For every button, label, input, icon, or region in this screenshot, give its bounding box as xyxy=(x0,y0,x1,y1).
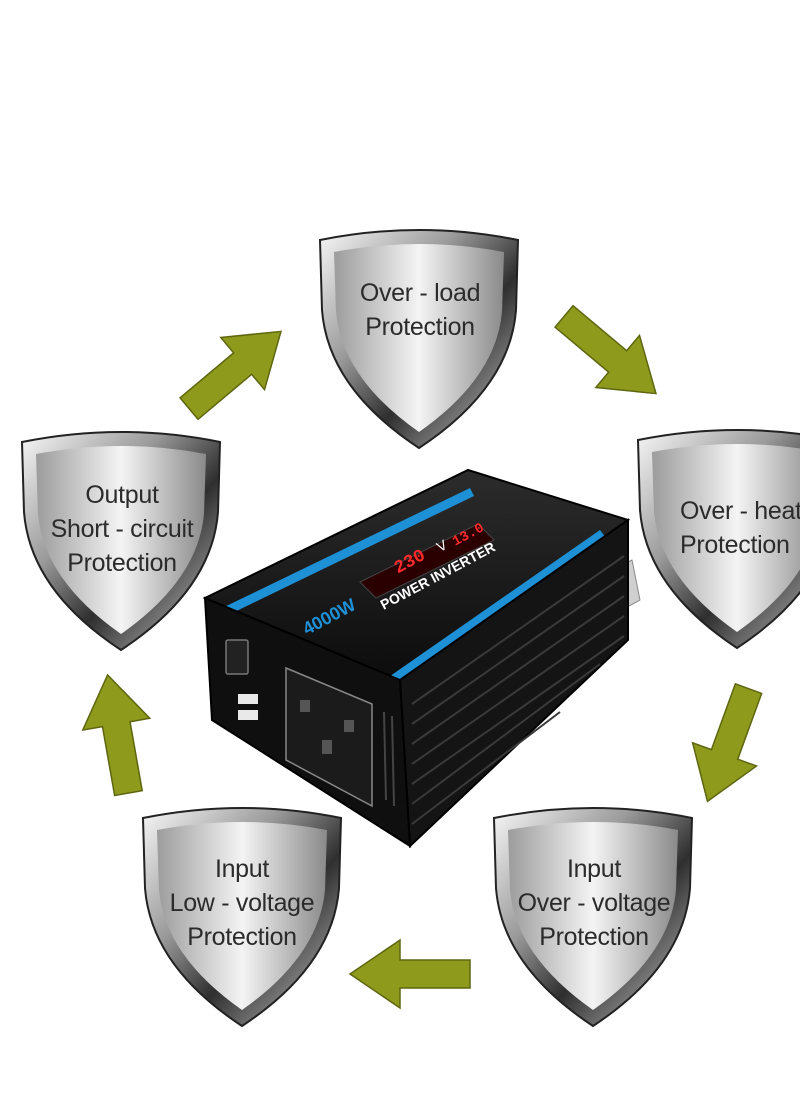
power-switch xyxy=(225,639,249,675)
arrow-to-input-lowvoltage xyxy=(348,938,471,1010)
arrow-to-overload xyxy=(178,330,282,421)
label-line: Short - circuit xyxy=(50,515,194,543)
usb-port xyxy=(238,710,258,720)
shield-input-overvoltage xyxy=(492,807,694,1028)
label-line: Protection xyxy=(187,923,297,951)
socket-hole xyxy=(322,740,332,754)
usb-port xyxy=(238,694,258,704)
label-line: Protection xyxy=(539,923,649,951)
label-output-shortcircuit: Output Short - circuit Protection xyxy=(22,478,222,580)
label-line: Protection xyxy=(680,531,790,559)
arrow-shape xyxy=(348,938,471,1010)
arrow-shape xyxy=(81,673,152,797)
label-line: Low - voltage xyxy=(169,889,315,917)
heat-fins xyxy=(411,555,625,825)
socket-hole xyxy=(344,720,354,732)
arrow-shape xyxy=(691,682,763,803)
socket-hole xyxy=(300,700,310,712)
label-input-lowvoltage: Input Low - voltage Protection xyxy=(142,852,342,954)
label-overload: Over - load Protection xyxy=(320,276,520,344)
label-overheat: Over - heat Protection xyxy=(680,494,800,562)
arrow-to-overheat xyxy=(553,304,657,395)
shield-output-shortcircuit xyxy=(20,431,222,652)
arrow-shape xyxy=(178,330,282,421)
label-line: Output xyxy=(85,481,159,509)
shield-face xyxy=(652,444,800,632)
label-line: Input xyxy=(566,855,622,883)
inverter-stripe xyxy=(370,530,606,700)
arrow-to-input-overvoltage xyxy=(691,682,763,803)
shield-overload xyxy=(318,229,520,450)
shield-face xyxy=(157,822,327,1010)
label-line: Protection xyxy=(365,313,475,341)
label-line: Protection xyxy=(67,549,177,577)
shield-face xyxy=(36,446,206,634)
inverter-stripe xyxy=(218,488,474,618)
shield-face xyxy=(334,244,504,432)
shield-input-lowvoltage xyxy=(141,807,343,1028)
shield-overheat xyxy=(636,429,800,650)
led-display xyxy=(359,523,495,599)
vent xyxy=(383,711,395,807)
shield-face xyxy=(508,822,678,1010)
label-line: Over - load xyxy=(359,279,481,307)
arrow-shape xyxy=(553,304,657,395)
label-line: Input xyxy=(214,855,270,883)
label-input-overvoltage: Input Over - voltage Protection xyxy=(494,852,694,954)
label-line: Over - voltage xyxy=(517,889,671,917)
label-line: Over - heat xyxy=(680,497,800,525)
power-inverter xyxy=(202,468,641,849)
arrow-to-output-shortcircuit xyxy=(81,673,152,797)
